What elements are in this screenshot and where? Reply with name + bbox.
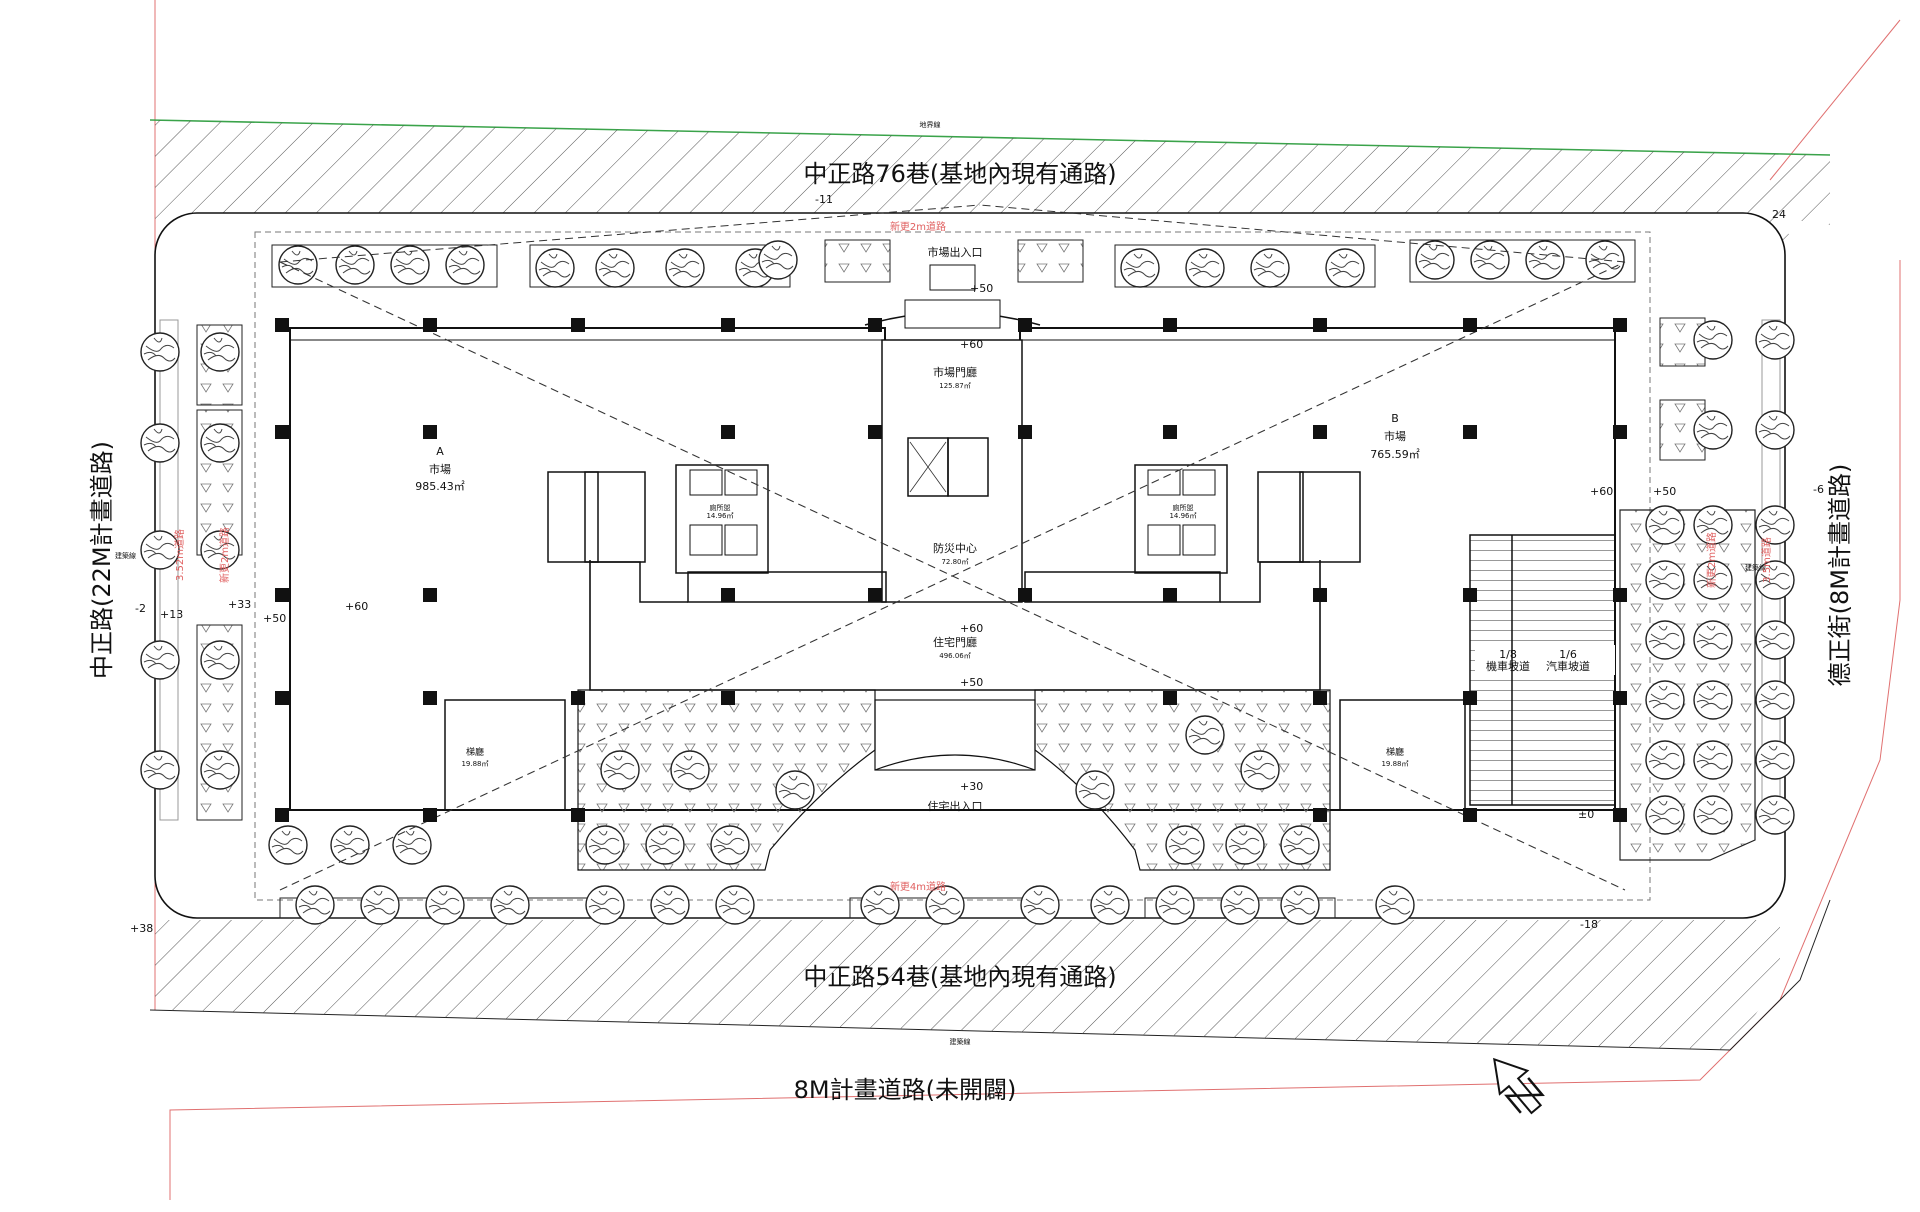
market-b-name: 市場: [1384, 429, 1406, 443]
restroom-left: 廁所盥: [710, 503, 731, 512]
red-note-left: 3.52m道路: [173, 529, 186, 581]
moto-ramp-slope: 1/8: [1499, 648, 1517, 661]
boundary-note-left: 建築線: [115, 551, 136, 560]
road-label-north: 中正路76巷(基地內現有通路): [803, 160, 1116, 188]
elev-15: 24: [1772, 208, 1786, 221]
stair-hall-right-area: 19.88㎡: [1381, 760, 1408, 768]
residential-hall-area: 496.06㎡: [939, 652, 971, 660]
boundary-note-top: 地界線: [920, 120, 941, 129]
west-planters: [140, 324, 243, 821]
elev-14: -11: [815, 193, 833, 206]
elev-1: +50: [970, 282, 993, 295]
elev-8: +50: [263, 612, 286, 625]
market-b-letter: B: [1391, 412, 1399, 425]
boundary-note-right: 建築線: [1745, 563, 1766, 572]
elev-16: -6: [1813, 483, 1824, 496]
south-plaza: [577, 689, 1331, 871]
elev-7: +30: [960, 780, 983, 793]
market-hall-area: 125.87㎡: [939, 382, 971, 390]
dashed-diagonals: [279, 204, 1626, 891]
east-planters: [1619, 317, 1795, 861]
stair-hall-left: 梯廳: [466, 746, 484, 758]
red-note-left-2: 新更2m道路: [218, 527, 231, 583]
disaster-center-area: 72.80㎡: [941, 558, 968, 566]
red-note-right: 新更2m道路: [1705, 532, 1718, 588]
car-ramp-slope: 1/6: [1559, 648, 1577, 661]
market-a-letter: A: [436, 445, 444, 458]
road-label-south: 中正路54巷(基地內現有通路): [803, 963, 1116, 991]
market-a-name: 市場: [429, 462, 451, 476]
market-b-area: 765.59㎡: [1370, 448, 1420, 461]
road-label-west: 中正路(22M計畫道路): [88, 441, 116, 679]
market-a-area: 985.43㎡: [415, 480, 465, 493]
elev-5: +60: [960, 622, 983, 635]
market-entrance-label: 市場出入口: [928, 245, 983, 259]
elev-19: -18: [1580, 918, 1598, 931]
red-note-bottom: 新更4m道路: [890, 880, 946, 893]
ramp: [1469, 534, 1616, 806]
stair-hall-right: 梯廳: [1386, 746, 1404, 758]
restroom-right-area: 14.96㎡: [1169, 512, 1196, 520]
elev-2: +60: [960, 338, 983, 351]
elev-10: +33: [228, 598, 251, 611]
boundary-note-bottom: 建築線: [950, 1037, 971, 1046]
elev-6: +50: [960, 676, 983, 689]
elev-13: +38: [130, 922, 153, 935]
restroom-left-area: 14.96㎡: [706, 512, 733, 520]
elev-17: +50: [1653, 485, 1676, 498]
hatched-road-south: [155, 920, 1780, 1050]
elevation-marks: +50 +60 +60 +60 +60 +50 +30 +50 +50 +33 …: [130, 193, 1824, 935]
red-note-right-2: 3.5m道路: [1760, 537, 1773, 583]
elev-18: ±0: [1578, 808, 1594, 821]
elev-11: +13: [160, 608, 183, 621]
disaster-center-label: 防災中心: [933, 541, 977, 555]
residential-hall-label: 住宅門廳: [933, 635, 977, 649]
central-core: [864, 264, 1041, 603]
left-cores: [547, 464, 887, 603]
car-ramp-label: 汽車坡道: [1546, 659, 1590, 673]
west-edge-strip: [159, 319, 179, 821]
south-planters: [268, 825, 1415, 925]
road-label-east: 德正街(8M計畫道路): [1826, 464, 1854, 687]
moto-ramp-label: 機車坡道: [1486, 659, 1530, 673]
north-arrow-icon: [1493, 1057, 1545, 1115]
red-note-top: 新更2m道路: [890, 220, 946, 233]
stair-hall-left-area: 19.88㎡: [461, 760, 488, 768]
right-cores: [1024, 464, 1361, 603]
residential-entrance-label: 住宅出入口: [928, 799, 983, 813]
north-planters: [271, 239, 1636, 288]
elev-3: +60: [345, 600, 368, 613]
elev-4: +60: [1590, 485, 1613, 498]
elev-12: -2: [135, 602, 146, 615]
road-label-south-outer: 8M計畫道路(未開闢): [794, 1076, 1017, 1104]
restroom-right: 廁所盥: [1173, 503, 1194, 512]
market-hall-label: 市場門廳: [933, 365, 977, 379]
